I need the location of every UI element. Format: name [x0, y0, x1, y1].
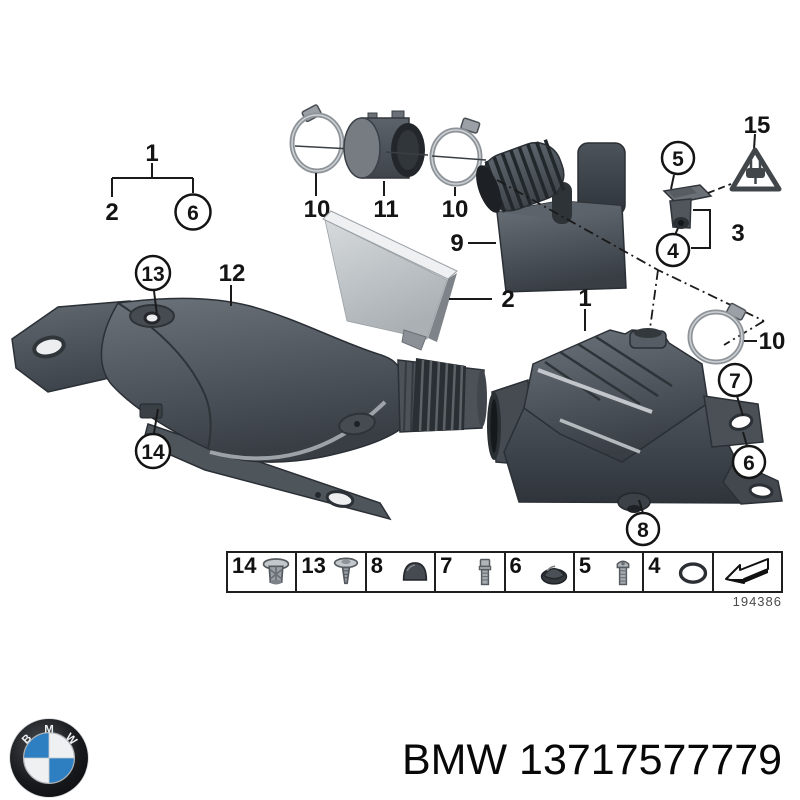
leader-duct-nut — [153, 408, 159, 434]
callout-electrical-warning: 15 — [744, 112, 771, 139]
o-ring-icon — [678, 562, 707, 584]
callout-intake-muffler: 9 — [450, 230, 463, 257]
cap-icon — [402, 562, 428, 581]
part-filter-housing — [487, 328, 783, 513]
leader-housing-cap — [638, 499, 644, 514]
group-bracket-lines — [111, 163, 194, 197]
bmw-logo: B M W — [9, 718, 89, 798]
footer: B M W BMW 13717577779 — [0, 715, 800, 800]
callout-maf-group: 3 — [731, 220, 744, 247]
part-intake-muffler — [476, 139, 627, 293]
part-filter-element — [322, 210, 458, 351]
callout-filter-housing: 1 — [578, 285, 591, 312]
part-number-title: BMW 13717577779 — [402, 736, 783, 784]
callout-circle-13 — [134, 254, 172, 292]
legend-num: 4 — [648, 553, 661, 578]
electrical-warning-icon — [729, 147, 782, 192]
callout-circle-14 — [134, 432, 172, 470]
legend-num: 5 — [578, 553, 592, 578]
callout-clamp-middle: 10 — [442, 196, 469, 223]
callout-circle-4 — [655, 232, 691, 268]
legend-num: 7 — [440, 553, 453, 578]
callout-housing-cap: 8 — [637, 519, 649, 542]
callout-circle-5 — [660, 140, 696, 176]
part-sleeve — [343, 110, 429, 179]
legend-cell-4: 4 — [644, 553, 714, 591]
callout-maf-oring: 4 — [667, 240, 679, 263]
leader-housing-grommet — [742, 431, 748, 447]
legend-num: 13 — [301, 553, 326, 578]
callout-duct-nut: 14 — [141, 441, 165, 464]
logo-letter-m: M — [44, 724, 54, 736]
callout-sleeve: 11 — [373, 196, 398, 223]
callout-clamp-rear: 10 — [759, 328, 786, 355]
part-intake-duct — [11, 297, 403, 521]
part-clamp-front — [289, 104, 353, 174]
callout-duct-rivet: 13 — [141, 263, 164, 286]
callout-group-child-right: 6 — [187, 202, 199, 225]
legend-cell-8: 8 — [366, 553, 437, 591]
expanding-nut-icon — [263, 558, 290, 585]
callout-maf-screw: 5 — [672, 148, 684, 171]
diagram-number: 194386 — [732, 594, 782, 609]
legend-cell-14: 14 — [228, 553, 298, 591]
callout-housing-grommet: 6 — [743, 452, 755, 475]
callout-circle-6-top — [174, 193, 212, 231]
legend-num: 14 — [232, 553, 257, 578]
leader-housing-bolt — [736, 395, 744, 417]
leader-warning — [753, 133, 756, 150]
leader-maf-screw — [670, 174, 675, 190]
bolt-icon — [478, 558, 491, 586]
legend-cell-6: 6 — [505, 553, 575, 591]
part-duct-bellows — [397, 358, 487, 433]
bracket-maf-group — [691, 209, 711, 249]
callout-intake-duct: 12 — [219, 260, 246, 287]
callout-circle-6 — [731, 444, 767, 480]
screw-icon — [616, 560, 630, 586]
fasteners-legend: 14 13 8 7 6 — [226, 551, 783, 593]
callout-group-child-left: 2 — [105, 199, 118, 226]
leader-warning-dash — [707, 183, 732, 194]
part-clamp-rear — [687, 302, 747, 365]
legend-num: 6 — [509, 553, 522, 578]
callout-group-parent: 1 — [145, 140, 158, 167]
part-maf-sensor — [662, 184, 713, 229]
grommet-icon — [540, 565, 568, 585]
legend-cell-5: 5 — [574, 553, 645, 591]
leader-duct-rivet — [153, 290, 158, 316]
legend-cell-13: 13 — [297, 553, 367, 591]
expanding-rivet-icon — [333, 557, 358, 585]
callout-housing-bolt: 7 — [729, 370, 741, 393]
callout-circle-7 — [717, 362, 753, 398]
part-clamp-middle — [429, 117, 487, 187]
continuation-arrow-icon — [725, 558, 770, 584]
legend-cell-7: 7 — [436, 553, 506, 591]
legend-cell-arrow — [713, 553, 781, 591]
callout-filter-element: 2 — [501, 286, 514, 313]
legend-num: 8 — [370, 553, 383, 578]
